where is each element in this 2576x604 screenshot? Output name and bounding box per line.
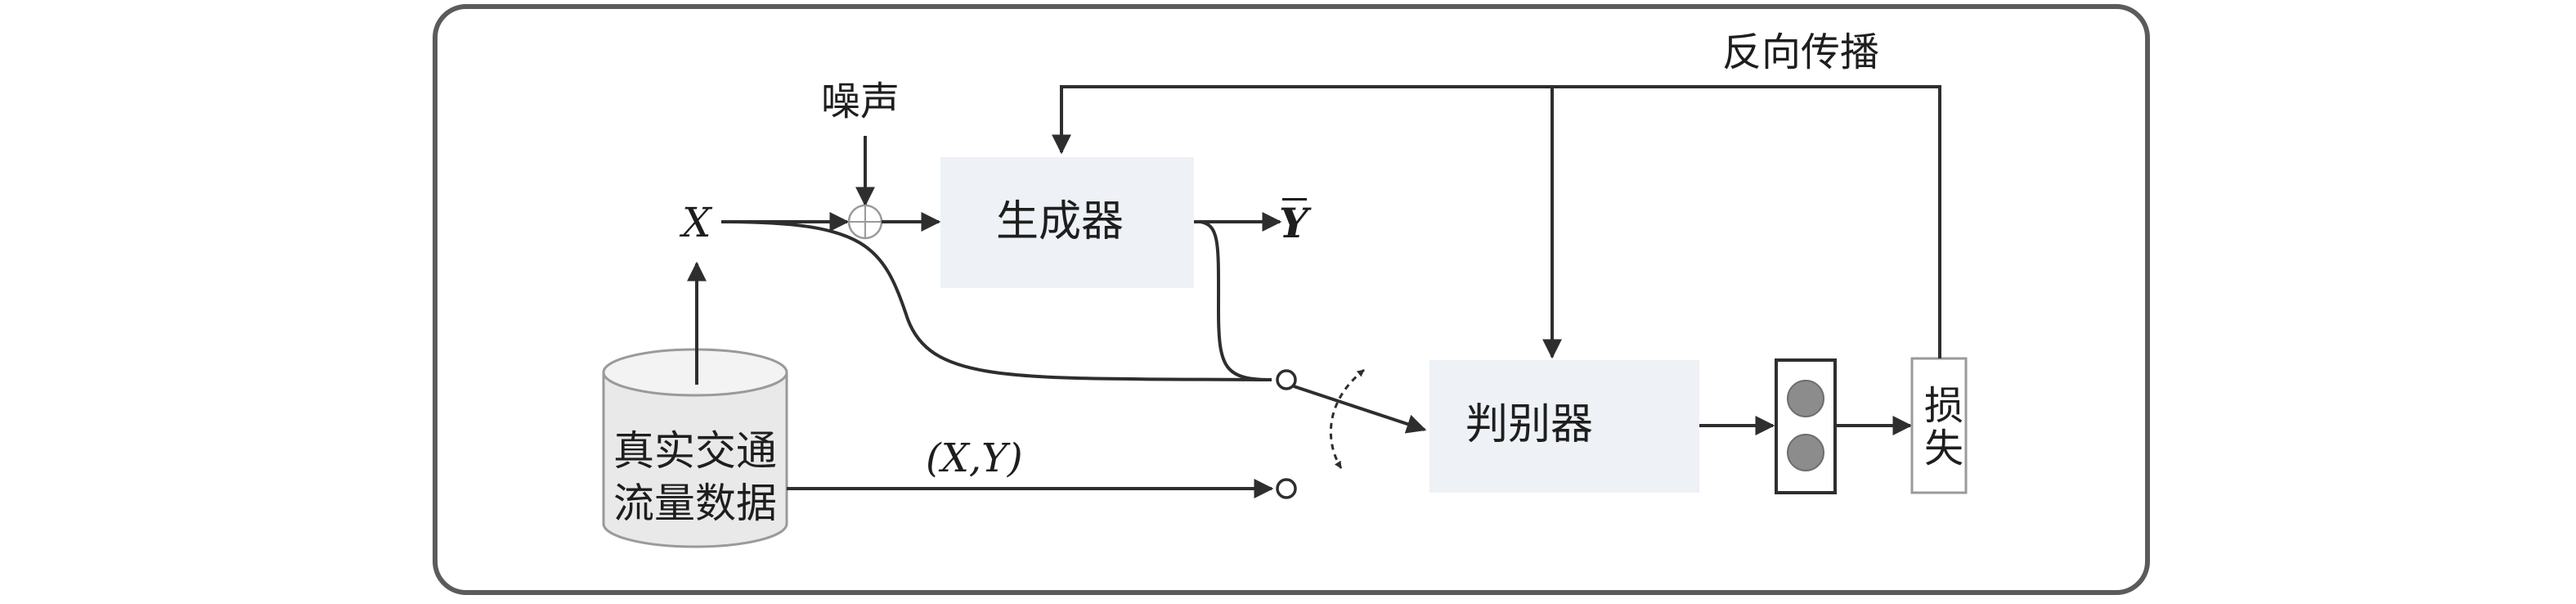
output-node-1 [1787, 380, 1824, 417]
backprop-path [1052, 85, 1941, 358]
generator-box [940, 157, 1194, 288]
output-node-2 [1787, 434, 1824, 471]
switch-toggle-arc [1329, 368, 1365, 469]
loss-box [1910, 357, 1968, 494]
output-y-label: Y [1279, 198, 1308, 244]
switch-node-upper [1276, 369, 1297, 390]
noise-label: 噪声 [821, 79, 900, 124]
backprop-label: 反向传播 [1722, 29, 1880, 75]
x-to-switch-curve [720, 220, 1272, 381]
real-pair-label: (X,Y) [926, 435, 1023, 481]
output-y-text: Y [1279, 199, 1308, 247]
output-y-bar [1282, 198, 1307, 201]
generator-to-switch-curve [1200, 220, 1272, 381]
database-label-line1: 真实交通 [613, 427, 777, 475]
adder-node [847, 204, 883, 240]
outer-frame [433, 4, 2150, 595]
loss-label: 损失 [1917, 385, 1963, 470]
input-x-label: X [682, 199, 711, 246]
switch-node-lower [1276, 478, 1297, 499]
discriminator-box [1429, 360, 1699, 493]
generator-label: 生成器 [996, 197, 1124, 246]
database-label-line2: 流量数据 [613, 480, 777, 527]
discriminator-label: 判别器 [1465, 400, 1594, 449]
switch-to-discriminator-arrow [1293, 385, 1427, 434]
